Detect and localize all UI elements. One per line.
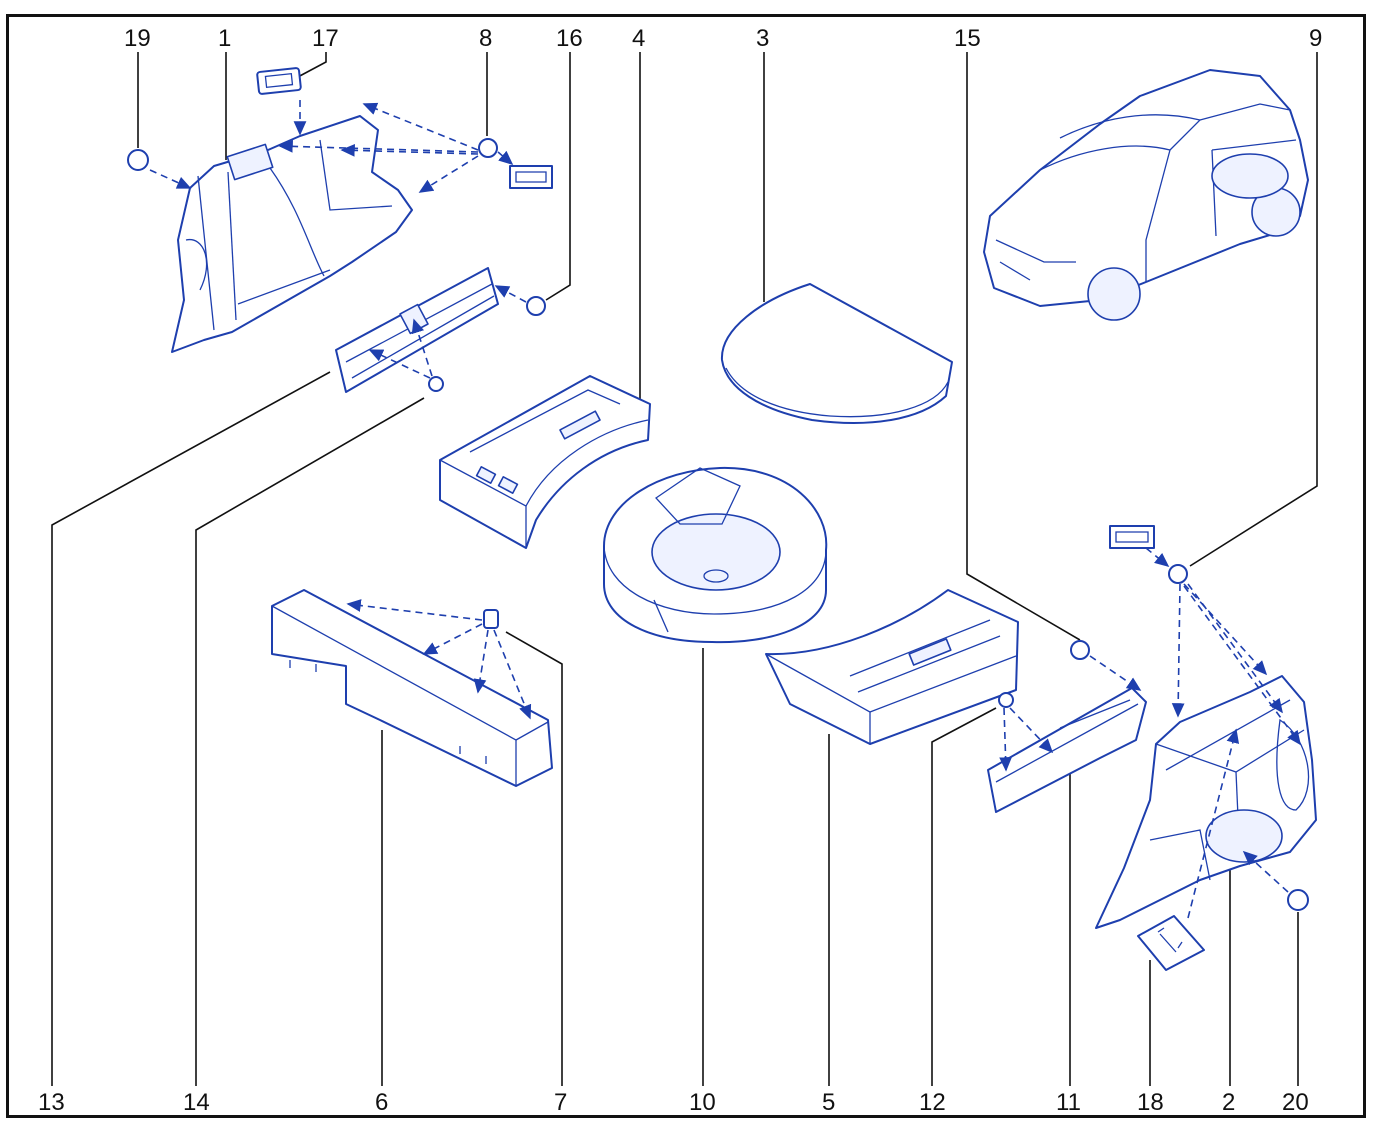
callout-4: 4 xyxy=(632,25,645,52)
clip-part-14 xyxy=(368,318,444,392)
callout-12: 12 xyxy=(919,1089,946,1116)
callout-17: 17 xyxy=(312,25,339,52)
callout-15: 15 xyxy=(954,25,981,52)
clip-part-16 xyxy=(494,285,546,316)
bottom-callouts: 13 14 6 7 10 5 12 11 18 2 20 xyxy=(38,1089,1309,1116)
callout-20: 20 xyxy=(1282,1089,1309,1116)
clip-part-8 xyxy=(278,102,553,193)
diagram-frame xyxy=(6,14,1366,1118)
clip-part-12 xyxy=(998,692,1054,772)
floor-cover-part-3 xyxy=(720,283,953,424)
callout-16: 16 xyxy=(556,25,583,52)
tool-tray-part-4 xyxy=(439,375,651,549)
callout-19: 19 xyxy=(124,25,151,52)
callout-3: 3 xyxy=(756,25,769,52)
sill-plate-part-11 xyxy=(987,687,1147,813)
callout-10: 10 xyxy=(689,1089,716,1116)
left-side-trim-part-1 xyxy=(171,115,413,353)
callout-9: 9 xyxy=(1309,25,1322,52)
callout-8: 8 xyxy=(479,25,492,52)
clip-part-20 xyxy=(1242,850,1309,911)
callout-7: 7 xyxy=(554,1089,567,1116)
callout-14: 14 xyxy=(183,1089,210,1116)
callout-13: 13 xyxy=(38,1089,65,1116)
top-callouts: 19 1 17 8 16 4 3 15 9 xyxy=(124,25,1322,52)
vehicle-locator-illustration xyxy=(983,69,1309,321)
cover-part-17 xyxy=(256,67,307,136)
cover-part-18 xyxy=(1137,728,1240,971)
clip-part-7 xyxy=(346,599,532,720)
callout-5: 5 xyxy=(822,1089,835,1116)
callout-1: 1 xyxy=(218,25,231,52)
clip-part-9 xyxy=(1109,525,1301,746)
rear-sill-trim-part-6 xyxy=(271,589,553,787)
callout-6: 6 xyxy=(375,1089,388,1116)
clip-part-19 xyxy=(127,149,192,189)
callout-18: 18 xyxy=(1137,1089,1164,1116)
right-side-trim-part-2 xyxy=(1095,675,1317,929)
callout-2: 2 xyxy=(1222,1089,1235,1116)
leader-lines xyxy=(51,52,1318,1086)
tool-tray-part-5 xyxy=(765,589,1019,745)
spare-wheel-tray-part-10 xyxy=(603,466,828,644)
callout-11: 11 xyxy=(1056,1089,1081,1116)
clip-part-15 xyxy=(1070,640,1142,691)
